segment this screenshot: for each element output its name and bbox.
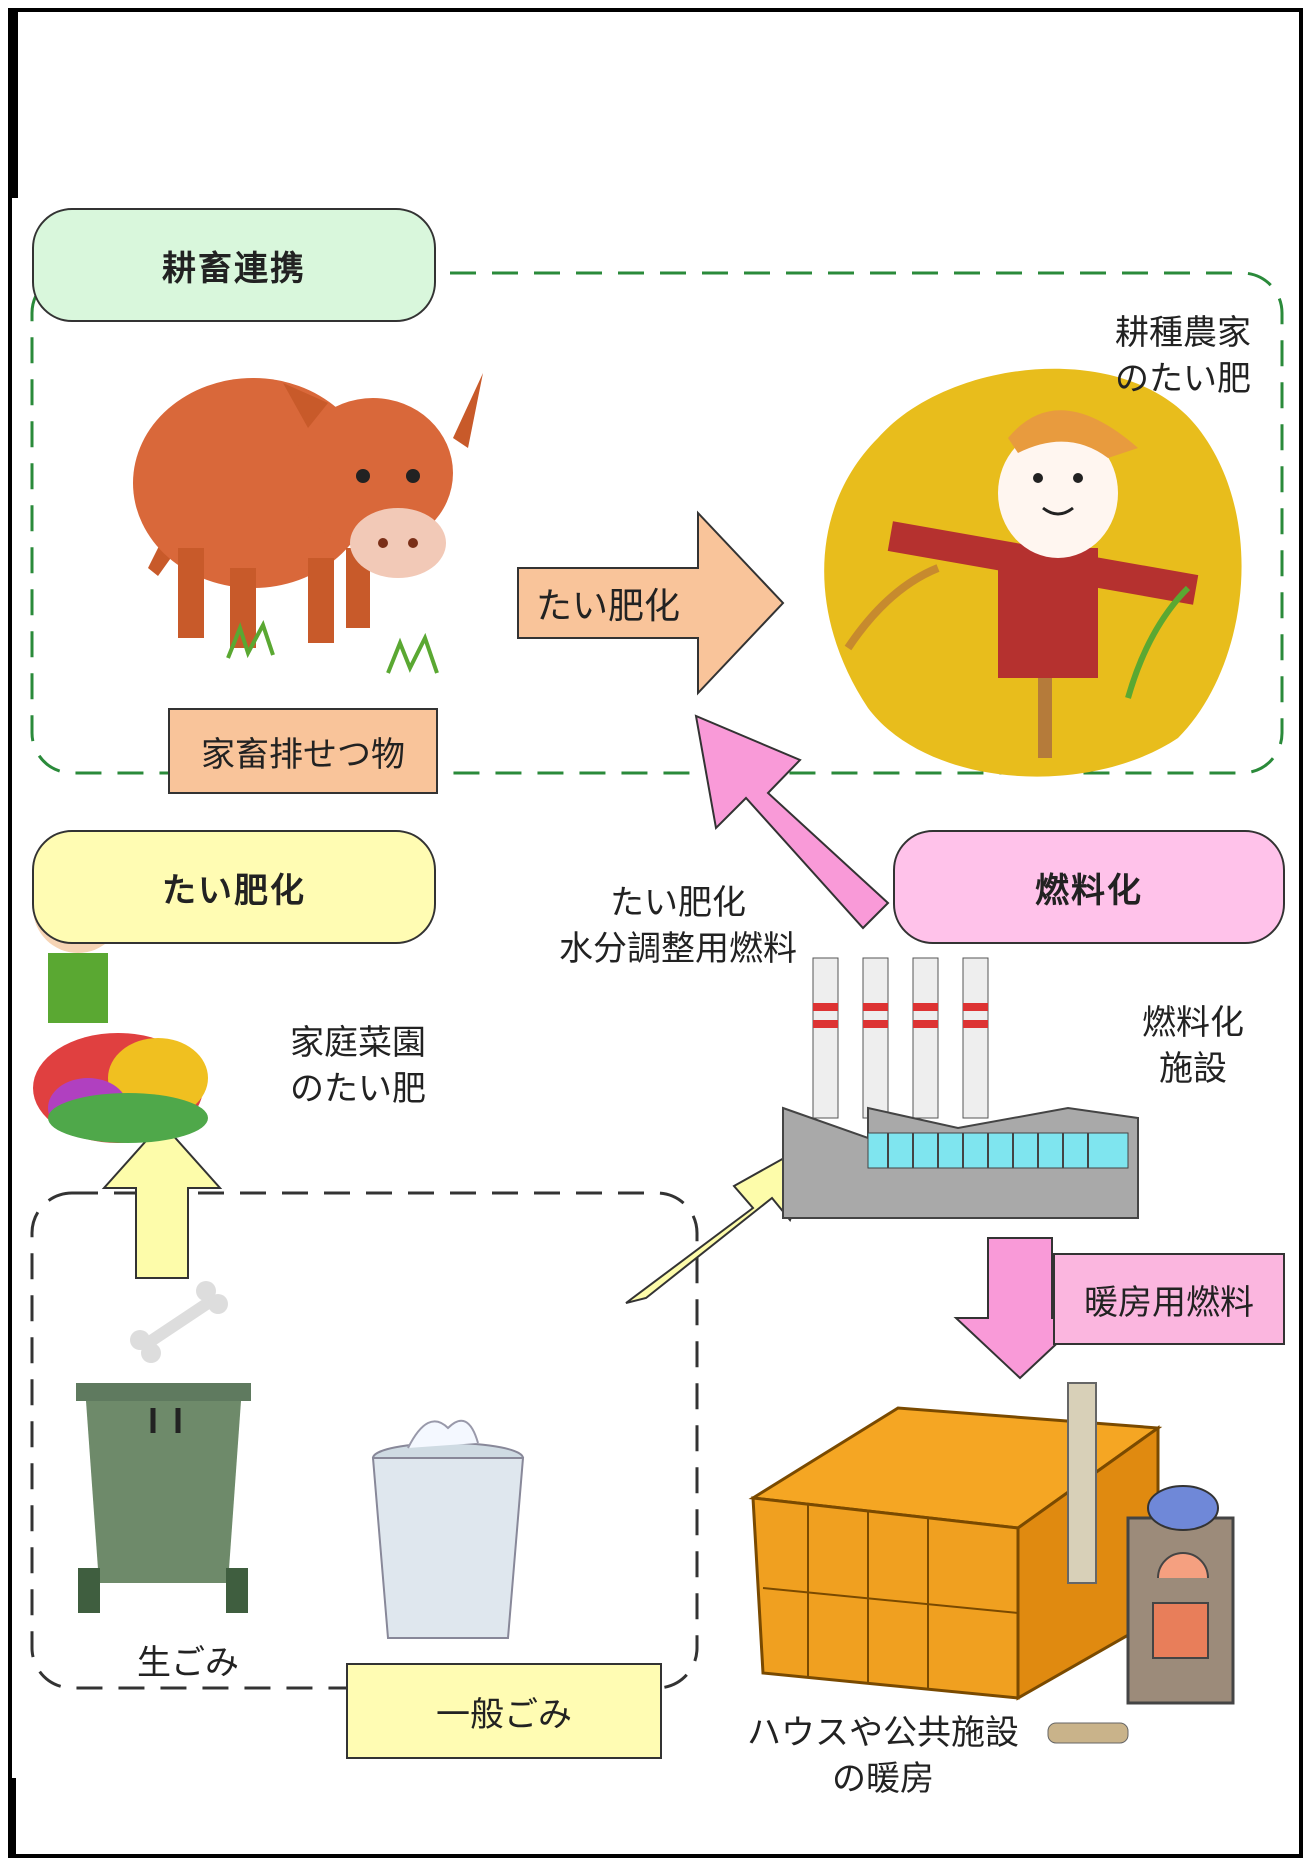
outer-border — [8, 8, 1303, 1858]
stove-icon — [1047, 1382, 1235, 1744]
heating-fuel-label: 暖房用燃料 — [1053, 1253, 1285, 1345]
section-fuelization: 燃料化 — [893, 830, 1285, 944]
crop-farmer-compost-label: 耕種農家 のたい肥 — [1115, 312, 1251, 399]
scarecrow-icon — [824, 368, 1242, 777]
compost-arrow — [517, 510, 785, 696]
waste-group-box — [30, 1191, 699, 1690]
left-bar-bottom — [8, 1778, 16, 1858]
section-farming-livestock: 耕畜連携 — [32, 208, 436, 322]
compost-moisture-fuel-label: たい肥化 水分調整用燃料 — [559, 882, 797, 969]
left-bar-top — [8, 8, 18, 198]
heating-fuel-arrow — [953, 1237, 1087, 1380]
cow-icon — [133, 373, 483, 674]
diagram-frame: 耕畜連携 たい肥化 燃料化 家畜排せつ物 たい肥化 暖房用燃料 一般ごみ 耕種農… — [8, 8, 1303, 1858]
greenhouse-icon — [748, 1406, 1163, 1701]
factory-icon — [782, 957, 1139, 1219]
livestock-waste-label: 家畜排せつ物 — [168, 708, 438, 794]
house-heating-label: ハウスや公共施設 の暖房 — [747, 1712, 1019, 1799]
food-waste-label: 生ごみ — [137, 1643, 239, 1683]
trash-bin-icon — [76, 1383, 251, 1613]
wastebasket-icon — [371, 1419, 525, 1639]
garden-arrow — [101, 1121, 223, 1279]
compost-arrow-label: たい肥化 — [535, 586, 680, 627]
bone-icon — [130, 1281, 228, 1363]
fuel-to-compost-arrow — [694, 714, 890, 930]
general-waste-label: 一般ごみ — [346, 1663, 662, 1759]
fuel-facility-label: 燃料化 施設 — [1142, 1002, 1244, 1089]
farming-group-box — [30, 271, 1284, 775]
diagram-canvas — [8, 8, 1303, 1858]
home-garden-compost-label: 家庭菜園 のたい肥 — [290, 1022, 426, 1109]
section-composting: たい肥化 — [32, 830, 436, 944]
